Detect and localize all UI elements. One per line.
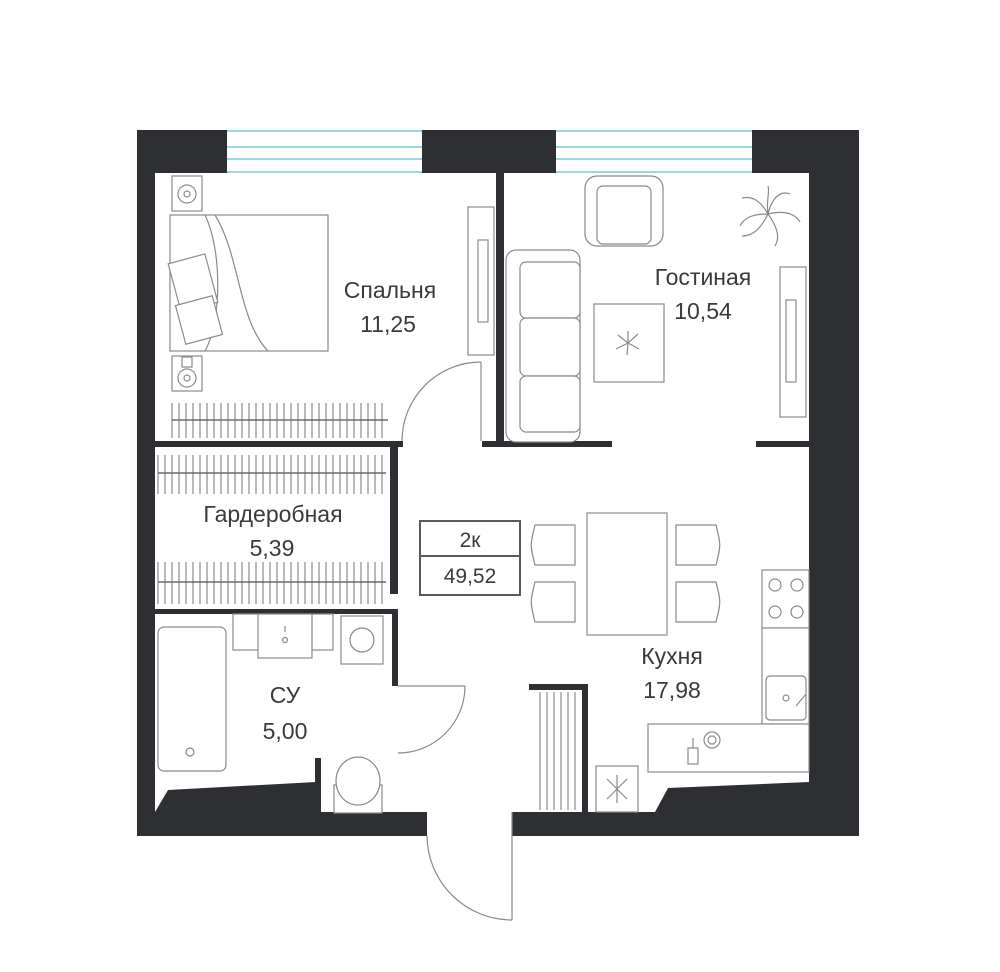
washing-machine — [340, 615, 384, 665]
wardrobe-area: 5,39 — [250, 535, 295, 561]
entry-cabinet — [595, 765, 639, 813]
door-bathroom — [397, 685, 466, 754]
bathtub — [157, 626, 227, 772]
entry-closet-rail — [539, 692, 576, 810]
door-bedroom — [401, 361, 482, 442]
cooktop — [761, 569, 810, 629]
coffee-table — [593, 303, 665, 383]
bedroom-name: Спальня — [344, 277, 436, 303]
washbasin — [232, 613, 334, 659]
bedroom-tv — [467, 206, 495, 356]
sofa — [505, 249, 581, 443]
partitions — [155, 173, 809, 812]
door-entrance — [426, 812, 513, 921]
bed — [167, 214, 329, 352]
dining-chairs — [530, 524, 721, 623]
armchair — [584, 175, 664, 247]
living-tv — [779, 266, 807, 418]
kitchen-area: 17,98 — [643, 677, 701, 703]
wardrobe-name: Гардеробная — [203, 501, 342, 527]
dining-table — [586, 512, 668, 636]
nightstand-bottom — [171, 355, 203, 392]
bedroom-area: 11,25 — [360, 311, 416, 337]
bathroom-area: 5,00 — [263, 718, 308, 744]
toilet — [333, 756, 383, 814]
nightstand-top — [171, 175, 203, 212]
apartment-type: 2к — [460, 529, 482, 552]
plant — [739, 185, 801, 247]
dishwasher-tap — [687, 731, 721, 765]
bathroom-name: СУ — [270, 682, 301, 708]
living-area: 10,54 — [674, 298, 732, 324]
apartment-total-area: 49,52 — [444, 565, 497, 588]
apartment-summary-badge: 2к 49,52 — [419, 520, 521, 596]
window-living — [556, 130, 752, 173]
living-name: Гостиная — [655, 264, 752, 290]
window-bedroom — [227, 130, 422, 173]
bedroom-closet-rail — [171, 403, 388, 438]
outer-walls — [137, 130, 859, 836]
wardrobe-racks — [157, 455, 386, 604]
kitchen-sink — [765, 675, 807, 721]
kitchen-name: Кухня — [641, 643, 703, 669]
